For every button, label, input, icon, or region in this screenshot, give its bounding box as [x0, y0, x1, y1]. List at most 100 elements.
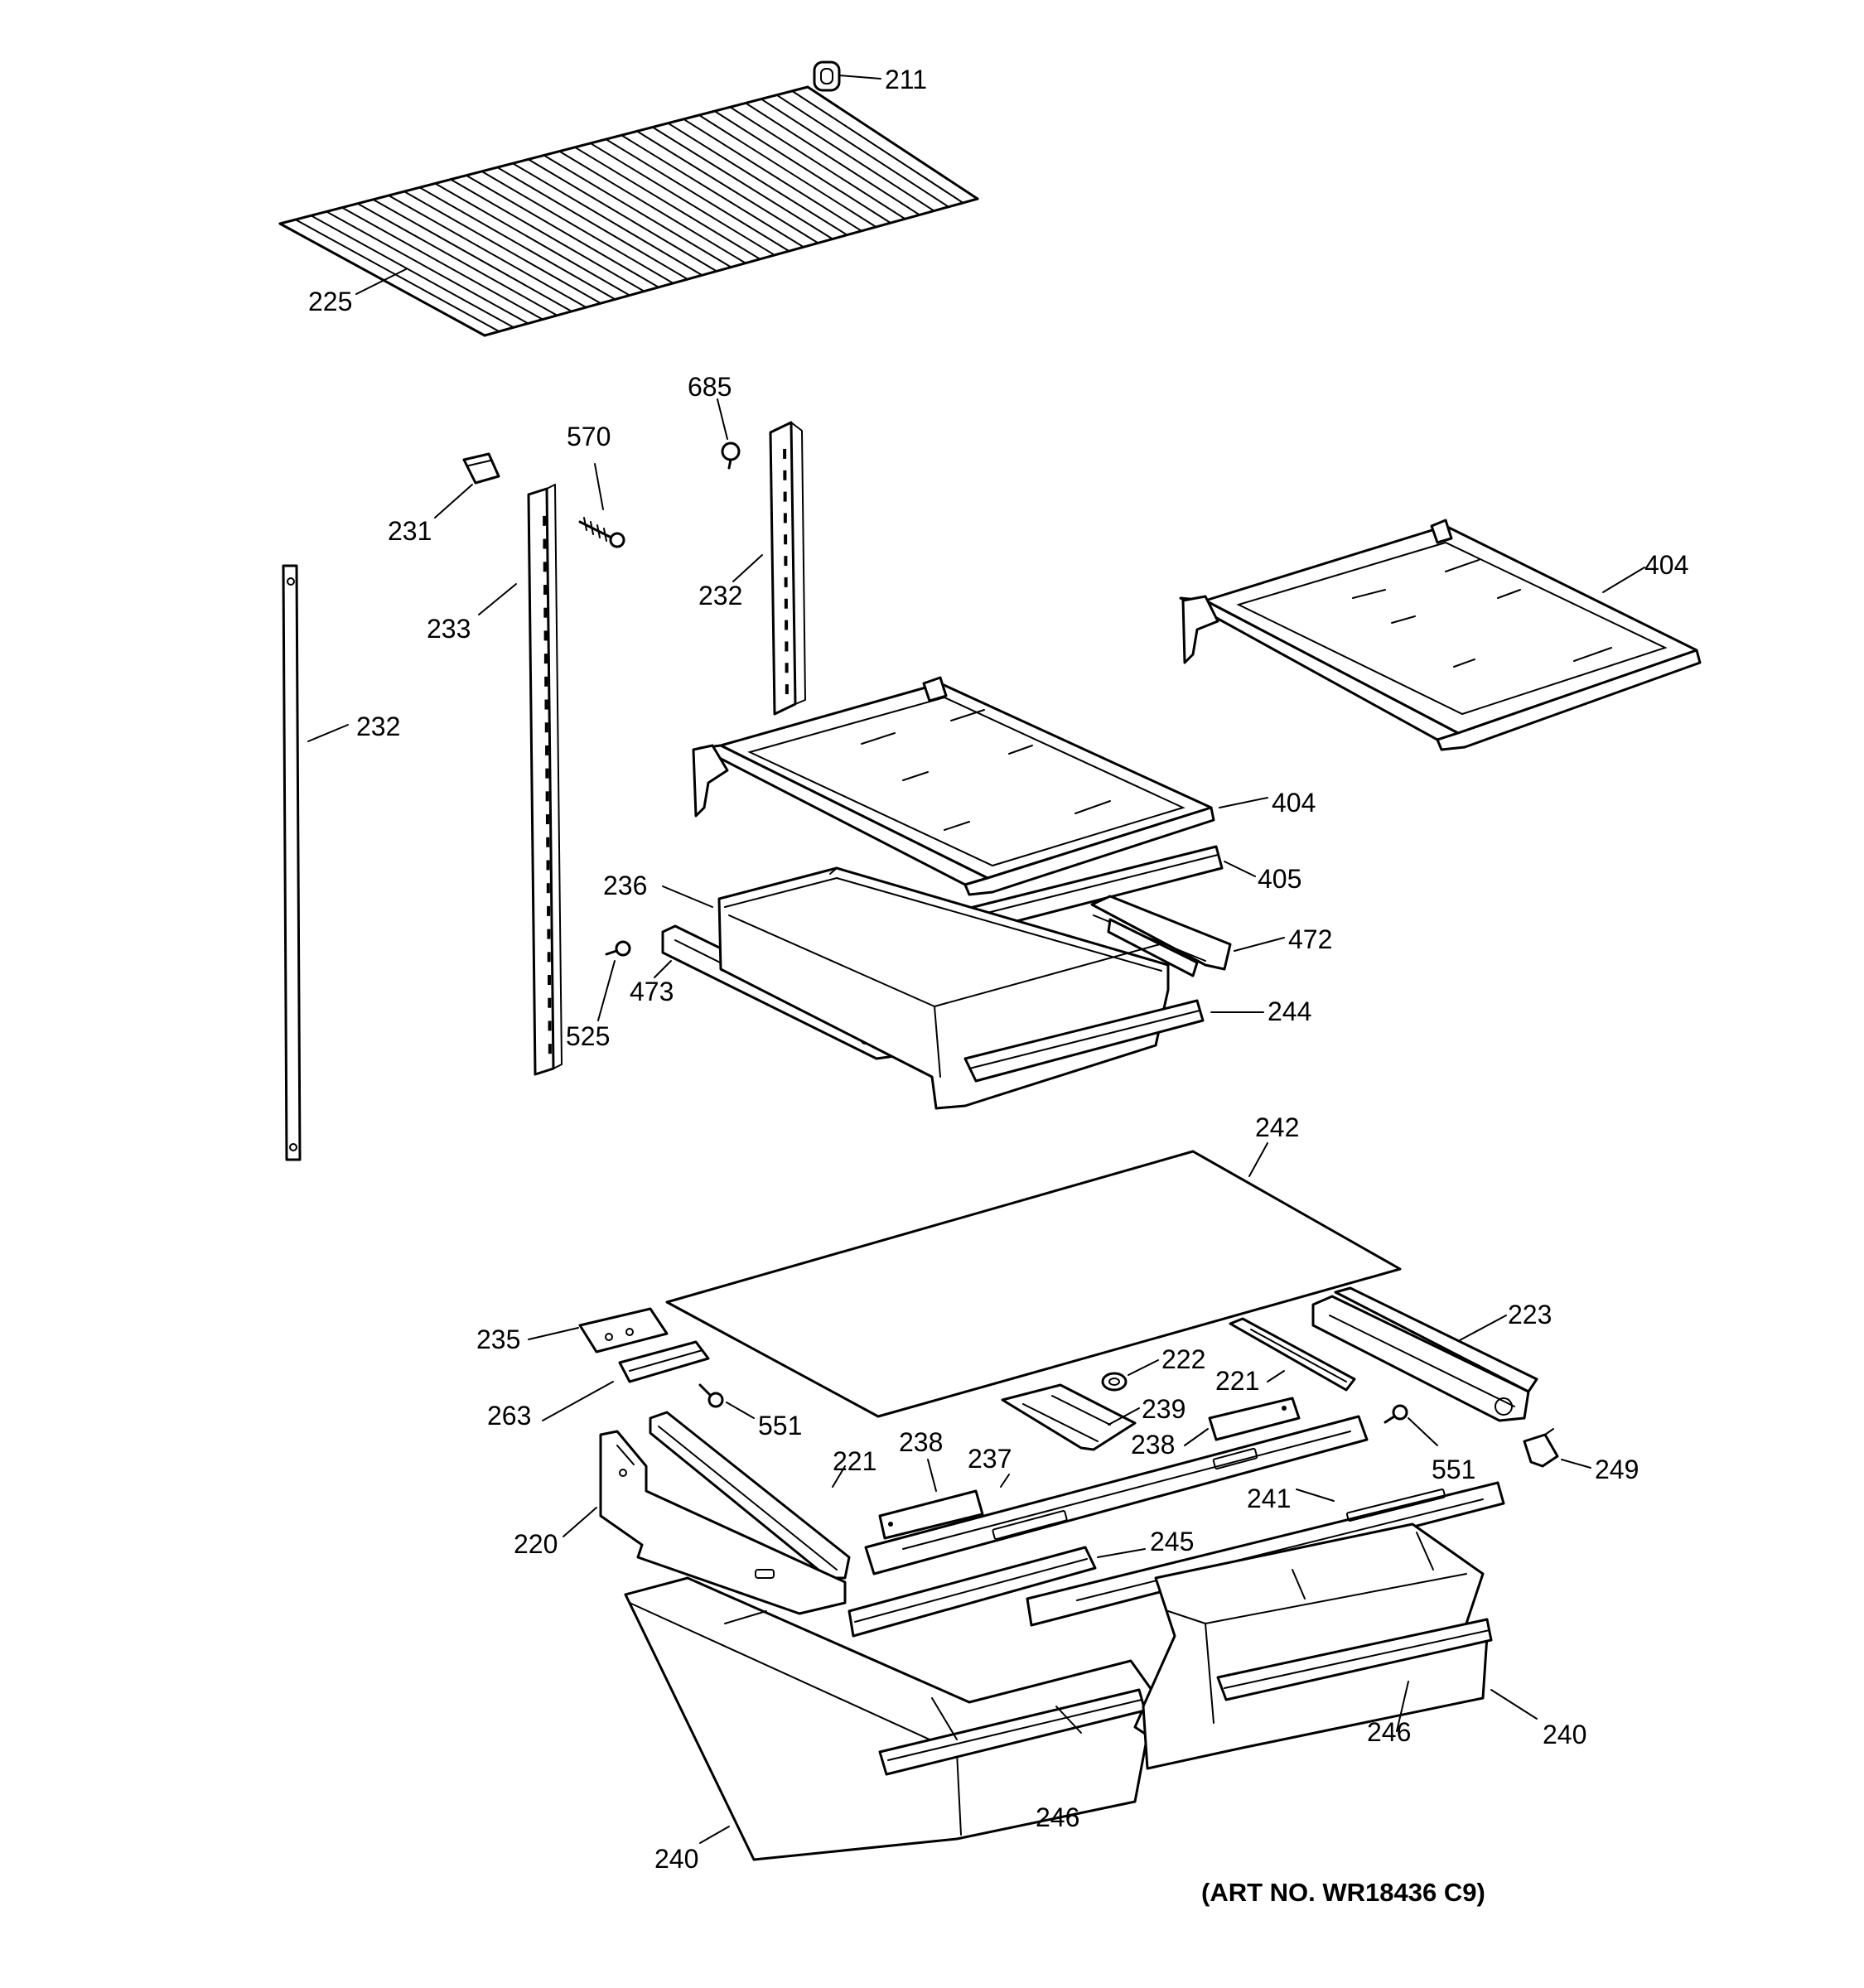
shelf-wire — [480, 170, 674, 284]
shelf-wire — [683, 118, 862, 232]
rail-slot — [783, 448, 787, 459]
callout-525: 525 — [566, 1021, 610, 1051]
part-551-screw-right — [1384, 1404, 1408, 1424]
shelf-wire — [605, 138, 790, 253]
rail-slot — [546, 837, 550, 847]
shelf-wire — [667, 122, 848, 236]
rail-slot — [543, 538, 547, 549]
part-238-cover-right — [1208, 1397, 1301, 1441]
callout-240-left: 240 — [654, 1844, 698, 1874]
callout-404-right: 404 — [1644, 550, 1688, 580]
part-223-frame-rail — [1311, 1286, 1538, 1422]
rail-slot — [785, 641, 789, 652]
callout-240-right: 240 — [1543, 1720, 1586, 1749]
part-570-screw — [578, 517, 625, 548]
part-233-shelf-rail — [527, 484, 563, 1076]
shelf-wire — [573, 146, 761, 260]
rail-slot — [784, 577, 788, 587]
rail-slot — [783, 470, 787, 480]
rail-slot — [543, 654, 548, 664]
rail-slot — [548, 1044, 552, 1054]
part-232-shelf-rail — [769, 421, 806, 716]
rail-slot — [547, 905, 551, 916]
shelf-wire — [465, 174, 659, 288]
part-244-drawer-handle — [963, 999, 1205, 1083]
part-249-fastener — [1523, 1428, 1559, 1468]
shelf-wire — [698, 113, 877, 228]
shelf-wire — [543, 154, 732, 268]
rail-slot — [544, 699, 548, 710]
callout-233: 233 — [427, 614, 471, 644]
part-238-cover-left — [878, 1489, 984, 1540]
part-225-wire-shelf — [278, 85, 979, 337]
part-222-roller — [1101, 1372, 1128, 1392]
shelf-wire — [775, 94, 949, 208]
part-239-slide — [1001, 1383, 1137, 1451]
callout-221-right: 221 — [1215, 1366, 1259, 1396]
rail-slot — [545, 814, 549, 825]
callout-221-left: 221 — [833, 1446, 876, 1476]
rail-slot — [548, 997, 552, 1008]
rail-slot — [783, 491, 787, 502]
rail-slot — [546, 860, 550, 871]
rail-slot — [543, 562, 547, 572]
shelf-wire — [621, 134, 804, 248]
part-231-clip — [462, 452, 500, 485]
rail-slot — [543, 515, 547, 526]
shelf-wire — [512, 162, 703, 277]
callout-472: 472 — [1288, 924, 1332, 954]
callout-238-right: 238 — [1131, 1430, 1175, 1460]
part-221-frame-rail-left — [649, 1411, 851, 1580]
rail-slot — [785, 620, 789, 630]
leader-lines — [307, 75, 1645, 1844]
rail-slot — [785, 684, 789, 695]
callout-246-right: 246 — [1367, 1717, 1411, 1747]
shelf-wire — [310, 215, 514, 329]
shelf-wire — [294, 219, 500, 333]
part-242-glass-panel — [665, 1150, 1402, 1418]
callout-246-left: 246 — [1036, 1802, 1079, 1832]
rail-slot — [783, 513, 787, 524]
shelf-wire — [745, 102, 920, 216]
shelf-wire — [558, 150, 746, 264]
callout-263: 263 — [487, 1401, 531, 1431]
part-220-side-bracket — [599, 1430, 847, 1615]
part-232-side-strip — [282, 564, 302, 1161]
rail-slot — [544, 722, 548, 733]
shelf-wire — [403, 191, 601, 305]
shelf-wire — [791, 89, 964, 204]
callout-551-left: 551 — [758, 1411, 802, 1440]
rail-slot — [784, 598, 788, 609]
shelf-wire — [372, 198, 572, 312]
callout-236: 236 — [603, 871, 647, 900]
callout-244: 244 — [1268, 996, 1311, 1026]
rail-slot — [547, 929, 551, 939]
callout-249: 249 — [1595, 1455, 1639, 1484]
callout-551-right: 551 — [1432, 1455, 1475, 1484]
shelf-wire — [713, 110, 891, 224]
callout-405: 405 — [1258, 864, 1301, 894]
callout-570: 570 — [567, 422, 611, 451]
part-404-glass-shelf-center — [692, 676, 1215, 896]
callout-404-center: 404 — [1272, 788, 1316, 818]
callout-242: 242 — [1255, 1112, 1299, 1142]
part-525-screw — [605, 940, 631, 957]
callout-222: 222 — [1161, 1344, 1205, 1374]
callout-238-left: 238 — [899, 1427, 943, 1457]
callout-473: 473 — [630, 977, 674, 1006]
part-211-grommet — [813, 60, 841, 92]
part-245-front-trim — [847, 1546, 1097, 1638]
shelf-wire — [450, 178, 645, 292]
rail-slot — [545, 745, 549, 755]
shelf-wire — [651, 126, 833, 240]
shelf-wire — [418, 186, 616, 301]
rail-slot — [785, 663, 789, 673]
shelf-wire — [496, 166, 688, 281]
shelf-wire — [356, 202, 558, 316]
shelf-wire — [388, 195, 587, 309]
rail-slot — [548, 1021, 552, 1031]
rail-slot — [545, 768, 549, 779]
rail-slot — [546, 883, 550, 894]
part-685-screw — [721, 442, 741, 470]
rail-slot — [543, 630, 548, 641]
